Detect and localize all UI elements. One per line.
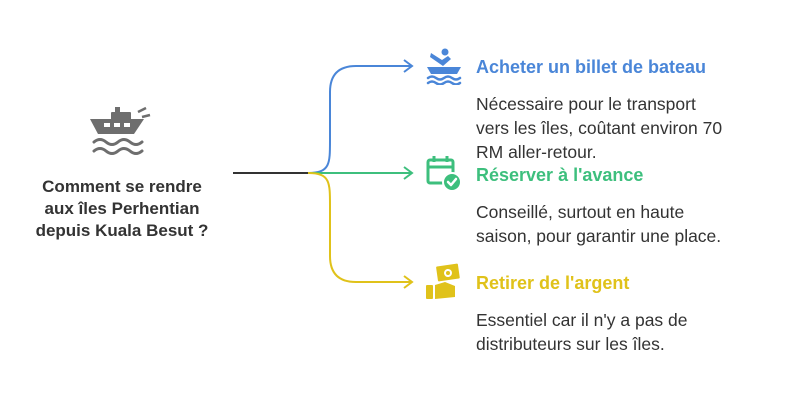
desc-line: distributeurs sur les îles. <box>476 334 665 354</box>
calendar-check-icon <box>424 154 462 192</box>
connector-argent <box>307 172 412 283</box>
branch-desc-argent: Essentiel car il n'y a pas de distribute… <box>476 308 776 356</box>
boarding-boat-icon <box>425 47 463 86</box>
branch-title-billet: Acheter un billet de bateau <box>476 57 707 77</box>
desc-line: Essentiel car il n'y a pas de <box>476 310 688 330</box>
branch-desc-reserver: Conseillé, surtout en haute saison, pour… <box>476 200 776 248</box>
connector-billet <box>307 65 412 174</box>
root-label-line: Comment se rendre <box>42 177 202 196</box>
root-label: Comment se rendre aux îles Perhentian de… <box>20 176 224 242</box>
desc-line: RM aller-retour. <box>476 142 597 162</box>
root-label-line: depuis Kuala Besut ? <box>35 221 209 240</box>
desc-line: Conseillé, surtout en haute <box>476 202 685 222</box>
branch-desc-billet: Nécessaire pour le transport vers les îl… <box>476 92 776 164</box>
desc-line: vers les îles, coûtant environ 70 <box>476 118 723 138</box>
desc-line: saison, pour garantir une place. <box>476 226 722 246</box>
arrow-argent <box>403 275 414 289</box>
cash-hand-icon <box>425 263 463 301</box>
desc-line: Nécessaire pour le transport <box>476 94 696 114</box>
root-label-line: aux îles Perhentian <box>44 199 200 218</box>
boat-icon <box>88 104 152 160</box>
arrow-billet <box>403 59 414 73</box>
branch-title-argent: Retirer de l'argent <box>476 273 630 293</box>
branch-title-reserver: Réserver à l'avance <box>476 165 644 185</box>
arrow-reserver <box>403 166 414 180</box>
